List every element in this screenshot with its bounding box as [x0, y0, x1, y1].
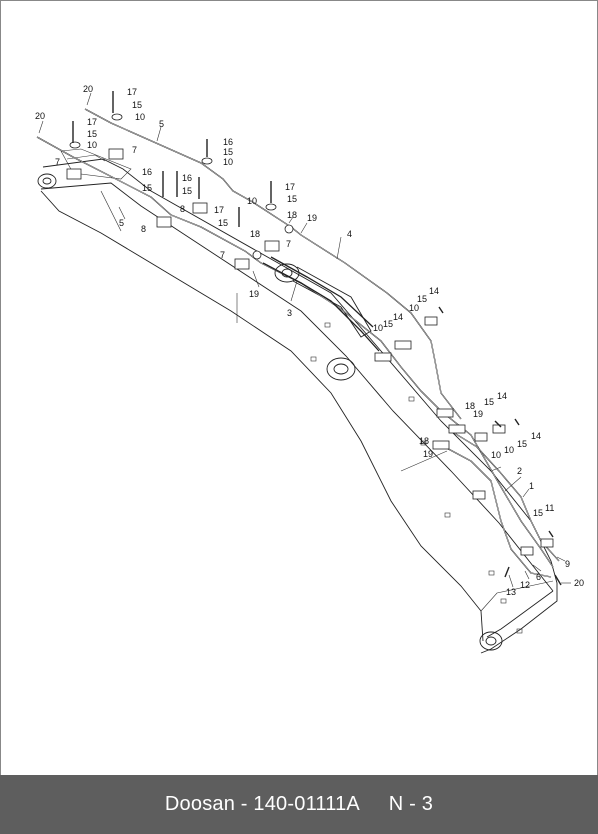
boom-piping-diagram: 20 17 15 10 20 17 15 10 5 7 7 16 15 10 1…: [35, 84, 584, 654]
clamp-low-b: [448, 424, 466, 434]
callout-19: 19: [307, 213, 317, 223]
clamp-6: [520, 546, 534, 556]
callout-18: 18: [250, 229, 260, 239]
clamp-2: [472, 490, 486, 500]
callout-14: 14: [497, 391, 507, 401]
callout-3: 3: [287, 308, 292, 318]
callout-10: 10: [247, 196, 257, 206]
pipe-routes: [36, 108, 560, 578]
callout-10: 10: [135, 112, 145, 122]
callout-15: 15: [87, 129, 97, 139]
part-number-label: Doosan - 140-01111A: [164, 793, 360, 815]
clamps: [66, 113, 554, 556]
callout-15: 15: [223, 147, 233, 157]
callout-19: 19: [249, 289, 259, 299]
callout-15: 15: [517, 439, 527, 449]
callout-7: 7: [220, 250, 225, 260]
callout-15: 15: [484, 397, 494, 407]
page-number-label: N - 3: [388, 793, 434, 815]
clamp-low-e: [492, 424, 506, 434]
callout-15: 15: [132, 100, 142, 110]
callout-7: 7: [286, 239, 291, 249]
callout-8: 8: [141, 224, 146, 234]
clamp-low-c: [432, 440, 450, 450]
washer-10b: [69, 141, 81, 149]
callout-5-lower: 5: [119, 218, 124, 228]
callout-10: 10: [373, 323, 383, 333]
clamp-9: [540, 538, 554, 548]
clamp-7b: [108, 148, 124, 160]
callout-4: 4: [347, 229, 352, 239]
callout-18: 18: [419, 436, 429, 446]
callout-16: 16: [142, 167, 152, 177]
washer-10d: [265, 203, 277, 211]
footer-spacer: [360, 793, 389, 816]
callout-10: 10: [504, 445, 514, 455]
clamp-7d: [264, 240, 280, 252]
clamp-8a: [156, 216, 172, 228]
callout-16: 16: [182, 173, 192, 183]
callout-7: 7: [132, 145, 137, 155]
callout-10: 10: [87, 140, 97, 150]
fitting-18b: [252, 250, 262, 260]
washer-10c: [201, 157, 213, 165]
clamp-mid-b: [394, 340, 412, 350]
callout-17: 17: [285, 182, 295, 192]
callout-15: 15: [417, 294, 427, 304]
callout-17: 17: [87, 117, 97, 127]
callout-16: 16: [223, 137, 233, 147]
footer-bar: Doosan - 140-01111A N - 3: [0, 775, 598, 834]
callout-15: 15: [383, 319, 393, 329]
callout-5-upper: 5: [159, 119, 164, 129]
callout-7: 7: [55, 157, 60, 167]
callout-14: 14: [393, 312, 403, 322]
callout-13: 13: [506, 587, 516, 597]
callout-19: 19: [423, 449, 433, 459]
callout-14: 14: [429, 286, 439, 296]
callout-15: 15: [182, 186, 192, 196]
callout-11: 11: [545, 503, 554, 513]
leader-lines: [38, 92, 571, 588]
callout-15: 15: [533, 508, 543, 518]
callout-10: 10: [409, 303, 419, 313]
fitting-18a: [284, 224, 294, 234]
clamp-low-d: [474, 432, 488, 442]
callout-8: 8: [180, 204, 185, 214]
callout-20-foot-left: 20: [35, 111, 45, 121]
callout-9: 9: [565, 559, 570, 569]
diagram-frame: 20 17 15 10 20 17 15 10 5 7 7 16 15 10 1…: [0, 0, 598, 776]
callout-15: 15: [287, 194, 297, 204]
clamp-mid-a: [374, 352, 392, 362]
clamp-8b: [192, 202, 208, 214]
callout-18: 18: [465, 401, 475, 411]
callout-18: 18: [287, 210, 297, 220]
callout-17: 17: [214, 205, 224, 215]
callout-1: 1: [529, 481, 534, 491]
clamp-7c: [234, 258, 250, 270]
callout-19: 19: [473, 409, 483, 419]
callout-2: 2: [517, 466, 522, 476]
callout-15: 15: [142, 183, 152, 193]
washer-10a: [111, 113, 123, 121]
callout-6: 6: [536, 572, 541, 582]
callout-14: 14: [531, 431, 541, 441]
callout-12: 12: [520, 580, 530, 590]
callout-15: 15: [218, 218, 228, 228]
bolts: [72, 91, 562, 586]
callout-20: 20: [574, 578, 584, 588]
clamp-7a: [66, 168, 82, 180]
boom-body: [37, 148, 558, 654]
callout-10: 10: [491, 450, 501, 460]
clamp-low-a: [436, 408, 454, 418]
clamp-mid-c: [424, 316, 438, 326]
callout-10: 10: [223, 157, 233, 167]
callout-17: 17: [127, 87, 137, 97]
callout-labels: 20 17 15 10 20 17 15 10 5 7 7 16 15 10 1…: [35, 84, 584, 597]
callout-20-foot-top: 20: [83, 84, 93, 94]
